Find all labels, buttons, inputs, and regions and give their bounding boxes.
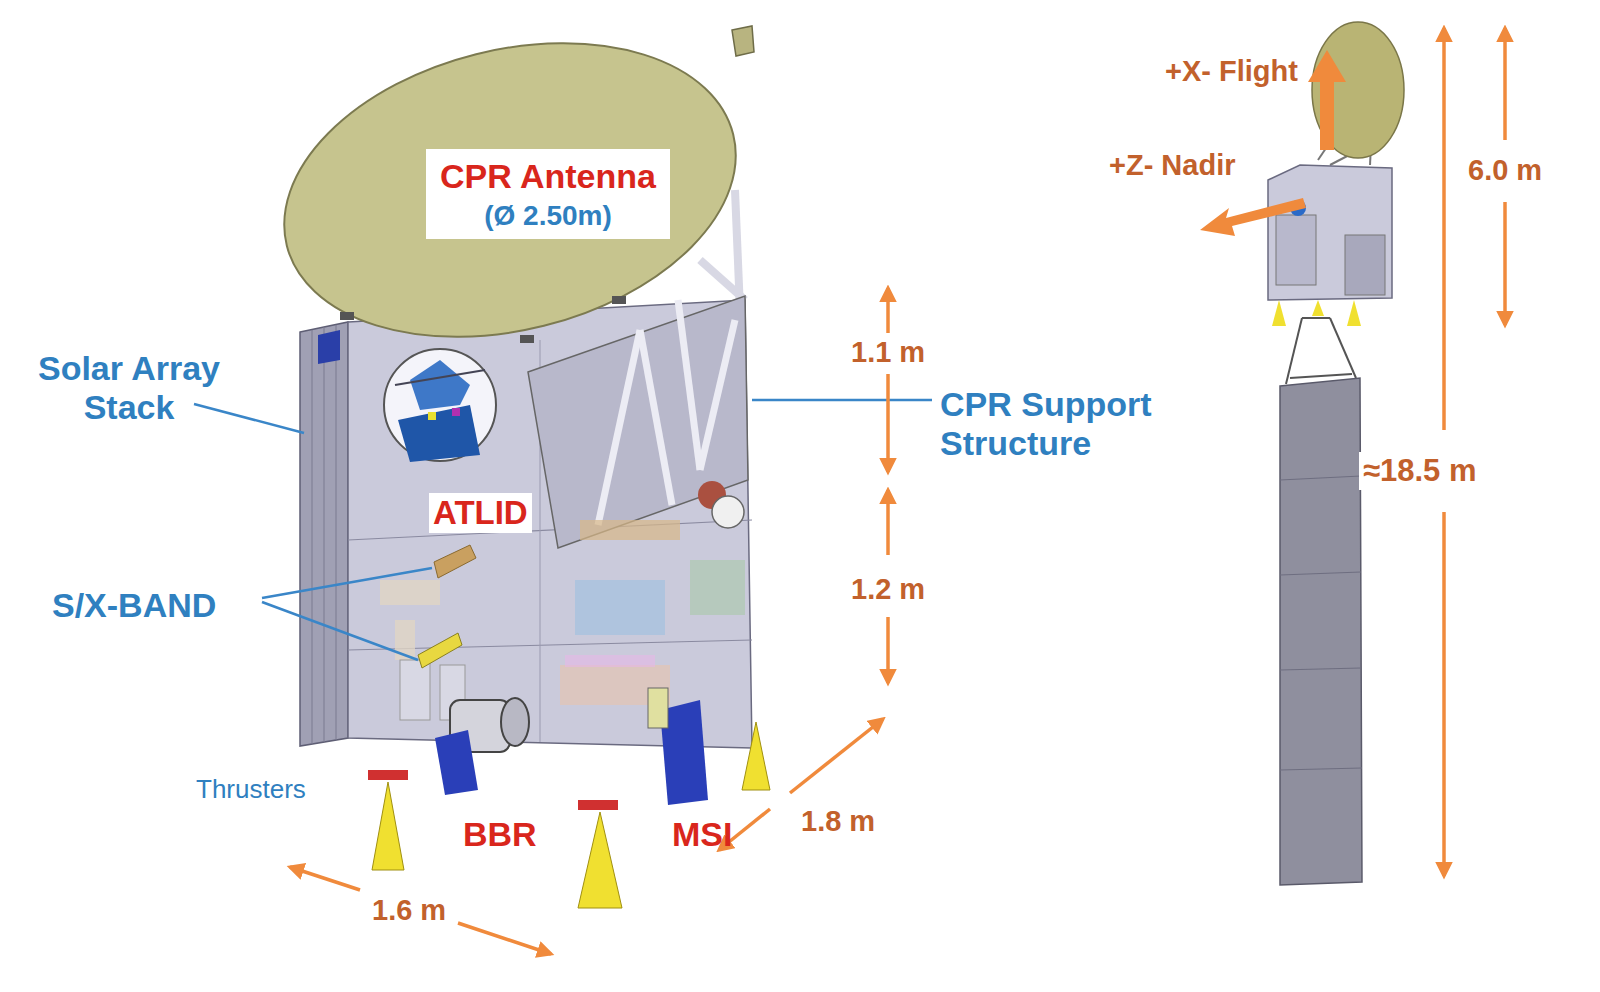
dimension-label: 1.1 m	[847, 335, 929, 370]
thrusters	[368, 722, 770, 908]
atlid-instrument	[384, 349, 496, 462]
dimension-arrows	[290, 288, 888, 954]
part-label: S/X-BAND	[52, 586, 216, 625]
part-label: Solar Array Stack	[9, 349, 249, 427]
antenna-label-box: CPR Antenna(Ø 2.50m)	[426, 149, 670, 239]
instrument-label: MSI	[672, 815, 732, 854]
part-label: Thrusters	[196, 775, 306, 805]
cpr-antenna-dish	[253, 0, 767, 381]
dimension-label: ≈18.5 m	[1359, 452, 1481, 490]
antenna-clamps	[340, 296, 626, 343]
axis-label: +Z- Nadir	[1109, 149, 1236, 182]
solar-array-stack	[300, 322, 348, 746]
antenna-title: CPR Antenna	[440, 155, 656, 198]
bbr-instrument	[435, 698, 529, 795]
instrument-label: BBR	[463, 815, 537, 854]
axis-label: +X- Flight	[1165, 55, 1298, 88]
instrument-label: ATLID	[429, 493, 532, 533]
dimension-label: 1.6 m	[368, 893, 450, 928]
dimension-label: 6.0 m	[1464, 153, 1546, 188]
msi-instrument	[648, 688, 708, 805]
dimension-label: 1.2 m	[847, 572, 929, 607]
sx-band-antennas	[418, 545, 476, 668]
leader-lines	[194, 400, 932, 660]
antenna-diameter: (Ø 2.50m)	[440, 198, 656, 233]
dimension-label: 1.8 m	[797, 804, 879, 839]
part-label: CPR Support Structure	[940, 385, 1220, 463]
cpr-support-structure	[528, 296, 748, 548]
